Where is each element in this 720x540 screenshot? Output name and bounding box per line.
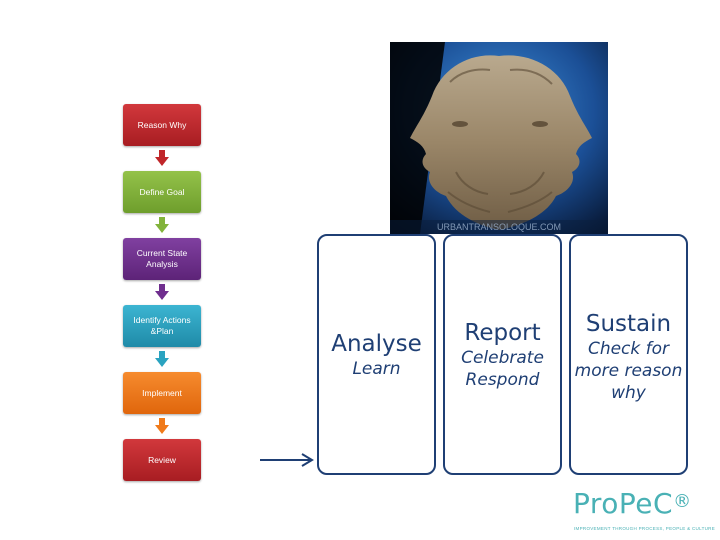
down-arrow-icon: [155, 418, 169, 434]
step-label: Review: [148, 454, 176, 465]
phase-subtitle: Learn: [352, 358, 401, 379]
step-define-goal: Define Goal: [123, 171, 201, 213]
registered-mark: ®: [673, 491, 692, 512]
down-arrow-icon: [155, 284, 169, 300]
step-review: Review: [123, 439, 201, 481]
step-current-state-analysis: Current State Analysis: [123, 238, 201, 280]
phase-subtitle: Celebrate Respond: [461, 347, 544, 390]
step-label: Implement: [142, 387, 182, 398]
logo-name: ProPeC®: [573, 488, 692, 520]
down-arrow-icon: [155, 217, 169, 233]
step-reason-why: Reason Why: [123, 104, 201, 146]
phase-analyse: Analyse Learn: [317, 234, 436, 475]
step-implement: Implement: [123, 372, 201, 414]
janus-bust-image: URBANTRANSOLOQUE.COM: [390, 42, 608, 234]
logo-wordmark: ProPeC: [573, 487, 674, 520]
propec-logo: ProPeC® IMPROVEMENT THROUGH PROCESS, PEO…: [573, 488, 716, 534]
logo-tagline: IMPROVEMENT THROUGH PROCESS, PEOPLE & CU…: [574, 526, 716, 531]
janus-photo: URBANTRANSOLOQUE.COM: [390, 42, 608, 234]
step-label: Define Goal: [139, 186, 185, 197]
phase-title: Sustain: [585, 311, 672, 337]
step-identify-actions-plan: Identify Actions &Plan: [123, 305, 201, 347]
phase-title: Analyse: [331, 330, 422, 357]
phase-sustain: Sustain Check for more reason why: [569, 234, 688, 475]
step-label: Identify Actions &Plan: [133, 315, 191, 336]
down-arrow-icon: [155, 150, 169, 166]
down-arrow-icon: [155, 351, 169, 367]
phase-report: Report Celebrate Respond: [443, 234, 562, 475]
photo-watermark: URBANTRANSOLOQUE.COM: [437, 222, 561, 232]
right-arrow-icon: [260, 453, 314, 467]
step-label: Reason Why: [137, 119, 187, 130]
phase-title: Report: [464, 319, 541, 346]
phase-subtitle: Check for more reason why: [574, 339, 683, 403]
step-label: Current State Analysis: [136, 248, 188, 269]
